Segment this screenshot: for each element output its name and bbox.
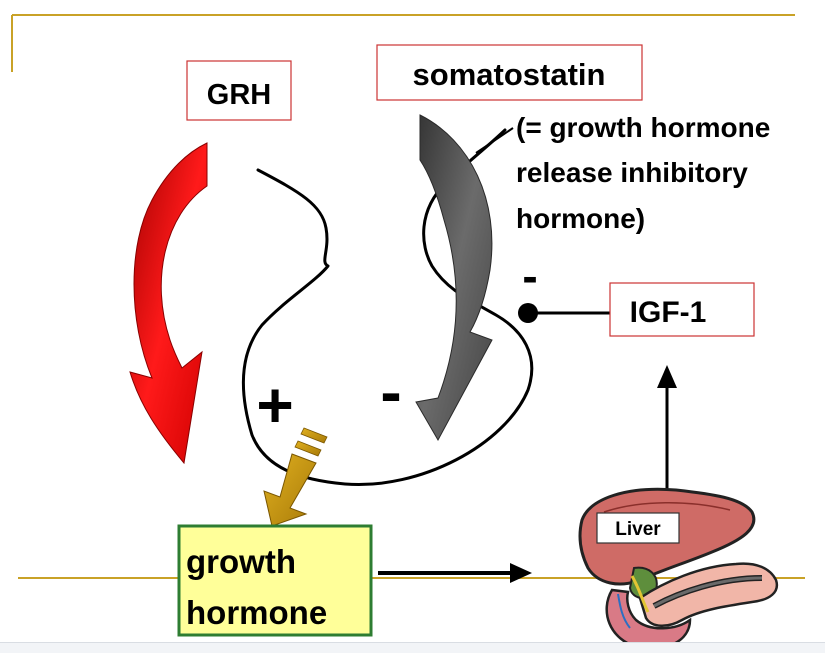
pituitary-outline	[241, 128, 534, 487]
liver-to-igf1-arrowhead	[657, 365, 677, 388]
growth-hormone-label-line-1: growth	[186, 543, 296, 580]
liver-label: Liver	[615, 519, 661, 540]
somatostatin-note-line-3: hormone)	[516, 203, 645, 234]
somatostatin-inhibition-arrow	[415, 114, 493, 442]
inhibition-minus-sign: -	[380, 356, 401, 428]
window-bottom-strip	[0, 642, 825, 653]
stimulation-plus-sign: +	[256, 369, 293, 441]
growth-hormone-label-line-2: hormone	[186, 594, 327, 631]
gh-to-liver-arrowhead	[510, 563, 532, 583]
liver-label-box	[596, 512, 680, 544]
grh-stimulation-arrow	[129, 142, 208, 465]
somatostatin-note-line-1: (= growth hormone	[516, 112, 770, 143]
gh-release-arrow	[263, 427, 328, 527]
somatostatin-note-line-2: release inhibitory	[516, 157, 748, 188]
grh-label-box	[186, 60, 292, 121]
growth-hormone-box	[177, 524, 373, 637]
grh-label: GRH	[207, 79, 271, 111]
somatostatin-label-box	[376, 44, 643, 101]
igf1-label-box	[609, 282, 755, 337]
igf1-label: IGF-1	[630, 296, 707, 329]
somatostatin-note-leader	[475, 127, 514, 154]
somatostatin-label: somatostatin	[413, 57, 606, 92]
slide-decoration	[11, 14, 805, 579]
igf1-feedback-minus: -	[522, 250, 537, 302]
